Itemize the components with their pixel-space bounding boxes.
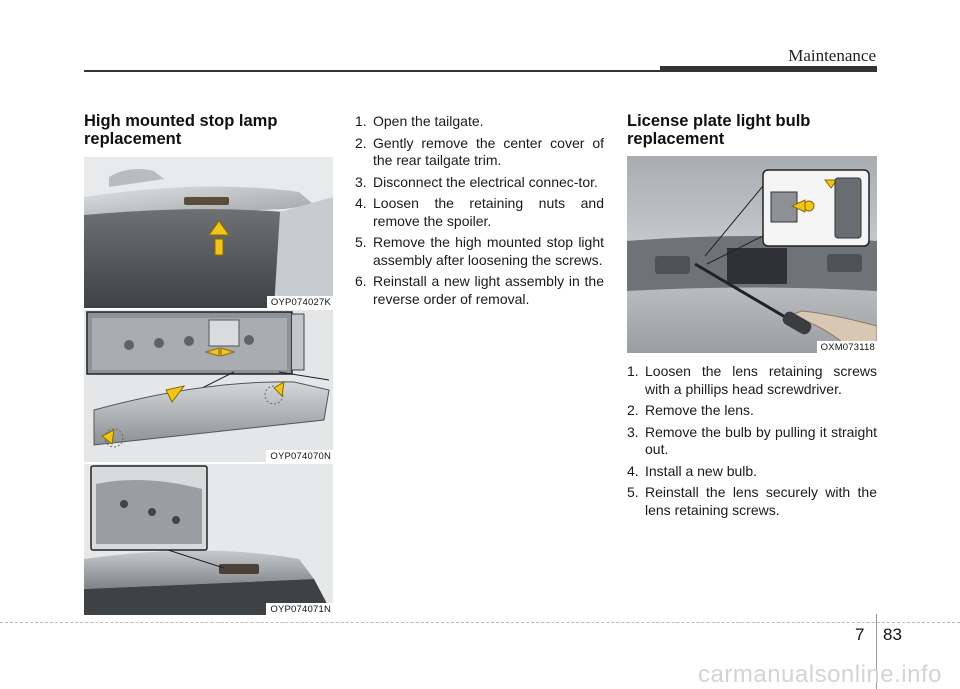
- header-rule: [84, 70, 660, 72]
- trim-removal-illustration: [84, 310, 333, 462]
- tailgate-illustration: [84, 157, 333, 308]
- footer-separator: [876, 614, 877, 689]
- stop-lamp-steps-list: 1.Open the tailgate. 2.Gently remove the…: [355, 113, 604, 312]
- header-rule-bar: [660, 66, 877, 72]
- list-item: 4.Install a new bulb.: [627, 462, 758, 479]
- license-light-steps-list: 1.Loosen the lens retaining screws with …: [627, 363, 877, 523]
- list-item: 5.Reinstall the lens securely with the l…: [627, 484, 877, 518]
- figure-tailgate-stop-lamp: OYP074027K: [84, 157, 333, 308]
- figure-code: OYP074070N: [266, 450, 333, 462]
- footer-rule: [0, 622, 960, 623]
- figure-code: OYP074071N: [266, 603, 333, 615]
- page-section-title: Maintenance: [788, 46, 876, 65]
- figure-code: OYP074027K: [266, 296, 333, 308]
- page-number: 83: [883, 625, 902, 644]
- license-light-illustration: [627, 156, 877, 353]
- list-item: 3.Remove the bulb by pulling it straight…: [627, 423, 877, 458]
- list-item: 5.Remove the high mounted stop light ass…: [355, 234, 604, 268]
- list-item: 4.Loosen the retaining nuts and remove t…: [355, 195, 604, 229]
- list-item: 1.Open the tailgate.: [355, 113, 484, 129]
- stop-lamp-section-title: High mounted stop lamp replacement: [84, 112, 278, 148]
- list-item: 6.Reinstall a new light assembly in the …: [355, 273, 604, 307]
- list-item: 2.Gently remove the center cover of the …: [355, 134, 604, 169]
- chapter-number: 7: [855, 625, 865, 644]
- list-item: 2.Remove the lens.: [627, 402, 754, 418]
- figure-license-light: OXM073118: [627, 156, 877, 353]
- figure-tailgate-trim: OYP074070N: [84, 310, 333, 462]
- list-item: 3.Disconnect the electrical connec-tor.: [355, 173, 598, 190]
- list-item: 1.Loosen the lens retaining screws with …: [627, 363, 877, 397]
- figure-stop-lamp-screws: OYP074071N: [84, 464, 333, 615]
- watermark: carmanualsonline.info: [698, 661, 942, 688]
- license-light-section-title: License plate light bulb replacement: [627, 112, 811, 148]
- stop-lamp-screw-illustration: [84, 464, 333, 615]
- figure-code: OXM073118: [816, 341, 877, 353]
